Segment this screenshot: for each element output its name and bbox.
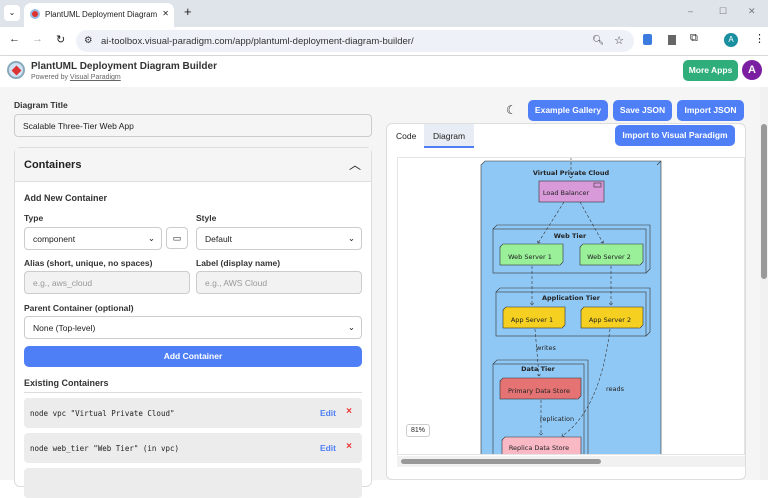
web-server-2-label: Web Server 2 <box>587 253 631 261</box>
browser-tab[interactable]: PlantUML Deployment Diagram ✕ <box>24 3 174 27</box>
back-icon[interactable]: ← <box>9 33 20 45</box>
style-select[interactable]: Default⌄ <box>196 227 362 250</box>
web-server-1-label: Web Server 1 <box>508 253 552 261</box>
tab-diagram[interactable]: Diagram <box>424 124 474 148</box>
import-vp-button[interactable]: Import to Visual Paradigm <box>615 125 735 146</box>
app-title: PlantUML Deployment Diagram Builder <box>31 61 217 72</box>
horizontal-scrollbar[interactable] <box>397 456 745 467</box>
app-logo-icon <box>7 61 25 79</box>
site-info-icon[interactable]: ⚙ <box>84 35 93 46</box>
style-label: Style <box>196 213 217 223</box>
replica-label: Replica Data Store <box>509 444 569 452</box>
reads-label: reads <box>606 385 625 393</box>
data-tier-label: Data Tier <box>521 365 556 373</box>
writes-label: writes <box>536 344 556 352</box>
close-tab-icon[interactable]: ✕ <box>162 9 169 18</box>
replication-label: replication <box>540 415 574 423</box>
page-vertical-scrollbar[interactable] <box>760 87 768 480</box>
close-window-icon[interactable]: ✕ <box>748 6 756 16</box>
diagram-title-label: Diagram Title <box>14 100 68 110</box>
type-select[interactable]: component⌄ <box>24 227 162 250</box>
address-bar-row: ← → ↻ ⚙ ai-toolbox.visual-paradigm.com/a… <box>0 27 768 56</box>
app-server-1-label: App Server 1 <box>511 316 553 324</box>
delete-icon[interactable]: × <box>346 406 352 417</box>
primary-label: Primary Data Store <box>508 387 570 395</box>
url-input[interactable]: ⚙ ai-toolbox.visual-paradigm.com/app/pla… <box>76 30 634 52</box>
load-balancer-node <box>538 180 605 203</box>
scrollbar-thumb[interactable] <box>401 459 601 464</box>
user-avatar[interactable]: A <box>742 60 762 80</box>
menu-icon[interactable]: ⋮ <box>754 33 765 45</box>
tab-bar: ⌄ PlantUML Deployment Diagram ✕ + – ☐ ✕ <box>0 0 768 27</box>
add-container-button[interactable]: Add Container <box>24 346 362 367</box>
edit-button[interactable]: Edit <box>319 408 336 418</box>
existing-heading: Existing Containers <box>24 378 109 388</box>
forward-icon[interactable]: → <box>32 33 43 45</box>
favicon-icon <box>30 9 40 19</box>
alias-input[interactable]: e.g., aws_cloud <box>24 271 190 294</box>
delete-icon[interactable]: × <box>346 441 352 452</box>
type-label: Type <box>24 213 44 223</box>
reload-icon[interactable]: ↻ <box>56 34 66 46</box>
label-label: Label (display name) <box>196 258 281 268</box>
powered-by: Powered by Visual Paradigm <box>31 74 121 81</box>
extensions-puzzle-icon[interactable]: ⧉ <box>690 32 698 44</box>
load-balancer-label: Load Balancer <box>543 189 590 197</box>
tab-title: PlantUML Deployment Diagram <box>45 10 158 19</box>
tab-code[interactable]: Code <box>396 131 417 141</box>
edit-button[interactable]: Edit <box>319 443 336 453</box>
diagram-canvas[interactable]: Virtual Private Cloud Load Balancer Web … <box>397 157 745 455</box>
container-item: node vpc "Virtual Private Cloud"Edit× <box>24 398 362 428</box>
container-item <box>24 468 362 498</box>
parent-label: Parent Container (optional) <box>24 303 134 313</box>
new-tab-icon[interactable]: + <box>184 4 192 19</box>
alias-label: Alias (short, unique, no spaces) <box>24 258 153 268</box>
tab-list-button[interactable]: ⌄ <box>4 5 20 21</box>
containers-heading: Containers <box>24 159 82 171</box>
container-item: node web_tier "Web Tier" (in vpc)Edit× <box>24 433 362 463</box>
import-json-button[interactable]: Import JSON <box>677 100 744 121</box>
chevron-up-icon[interactable]: ︿ <box>348 158 361 172</box>
url-text: ai-toolbox.visual-paradigm.com/app/plant… <box>101 36 414 47</box>
diagram-title-input[interactable]: Scalable Three-Tier Web App <box>14 114 372 137</box>
visual-paradigm-link[interactable]: Visual Paradigm <box>69 74 121 81</box>
zoom-level: 81% <box>406 424 431 437</box>
parent-select[interactable]: None (Top-level)⌄ <box>24 316 362 339</box>
style-preview-button[interactable]: ▭ <box>166 227 188 249</box>
app-header: PlantUML Deployment Diagram Builder Powe… <box>0 56 768 87</box>
extension-icon[interactable] <box>643 34 652 45</box>
zoom-icon[interactable]: 🔍︎ <box>591 35 604 46</box>
app-tier-label: Application Tier <box>542 294 601 302</box>
add-new-heading: Add New Container <box>24 193 108 203</box>
maximize-icon[interactable]: ☐ <box>719 6 728 16</box>
extension-icon[interactable] <box>668 35 676 45</box>
containers-header[interactable]: Containers ︿ <box>15 148 371 182</box>
more-apps-button[interactable]: More Apps <box>683 60 738 81</box>
example-gallery-button[interactable]: Example Gallery <box>528 100 608 121</box>
web-tier-label: Web Tier <box>554 232 587 240</box>
powered-by-text: Powered by <box>31 74 70 81</box>
vpc-label: Virtual Private Cloud <box>533 169 610 177</box>
label-input[interactable]: e.g., AWS Cloud <box>196 271 362 294</box>
profile-avatar[interactable]: A <box>724 33 738 47</box>
minimize-icon[interactable]: – <box>688 6 694 16</box>
scrollbar-thumb[interactable] <box>761 124 767 279</box>
app-server-2-label: App Server 2 <box>589 316 631 324</box>
dark-mode-moon-icon[interactable]: ☾ <box>506 103 517 117</box>
save-json-button[interactable]: Save JSON <box>613 100 672 121</box>
bookmark-star-icon[interactable]: ☆ <box>614 35 624 47</box>
